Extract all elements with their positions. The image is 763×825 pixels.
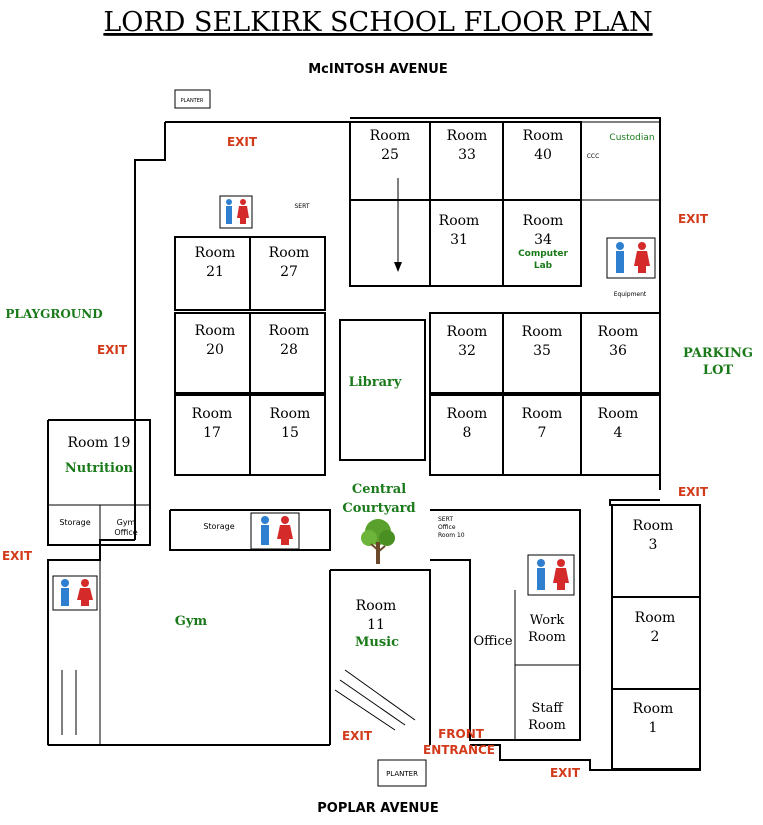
storage-center-label: Storage <box>203 522 234 531</box>
room-1-l1: Room <box>633 701 674 717</box>
work-room-l1: Work <box>530 613 565 628</box>
building-walls: PLANTER <box>47 89 701 787</box>
planter-label: PLANTER <box>386 770 418 778</box>
room-28-l1: Room <box>269 323 310 339</box>
room-31-l1: Room <box>439 213 480 229</box>
room-40-l1: Room <box>523 128 564 144</box>
equipment-label: Equipment <box>614 291 647 298</box>
room-8-l2: 8 <box>463 425 472 441</box>
room-2-l1: Room <box>635 610 676 626</box>
room-8-l1: Room <box>447 406 488 422</box>
exits: EXIT EXIT EXIT EXIT EXIT EXIT EXIT FRONT… <box>2 135 709 780</box>
courtyard-label-1: Central <box>352 482 406 497</box>
room-34-l2: 34 <box>534 232 552 248</box>
room-36-l1: Room <box>598 324 639 340</box>
small-labels: Storage Gym Office Storage CCC SERT SERT… <box>59 153 647 778</box>
ccc-label: CCC <box>587 153 600 160</box>
sert-label: SERT <box>295 203 310 210</box>
restroom-icon <box>250 512 300 550</box>
room-35-l1: Room <box>522 324 563 340</box>
room-15-l1: Room <box>270 406 311 422</box>
gym-office-l1: Gym <box>117 518 136 527</box>
room-35-l2: 35 <box>533 343 551 359</box>
room-36-l2: 36 <box>609 343 627 359</box>
room-21-l1: Room <box>195 245 236 261</box>
music-label: Music <box>355 635 399 650</box>
nutrition-label: Nutrition <box>65 461 134 476</box>
tree-icon <box>361 519 395 564</box>
front-entrance-l1: FRONT <box>438 727 485 741</box>
room-1-l2: 1 <box>649 720 658 736</box>
room-15-l2: 15 <box>281 425 299 441</box>
room-4-l1: Room <box>598 406 639 422</box>
room-25-l1: Room <box>370 128 411 144</box>
room-32-l1: Room <box>447 324 488 340</box>
room-7-l1: Room <box>522 406 563 422</box>
computer-lab-label-1: Computer <box>518 249 568 259</box>
courtyard-label-2: Courtyard <box>342 501 415 516</box>
office-label: Office <box>473 634 512 649</box>
gym-office-l2: Office <box>114 528 137 537</box>
restroom-icon <box>52 575 98 611</box>
restrooms <box>52 195 656 611</box>
storage-left-label: Storage <box>59 518 90 527</box>
exit-southeast: EXIT <box>550 766 581 780</box>
room-28-l2: 28 <box>280 342 298 358</box>
room-34-l1: Room <box>523 213 564 229</box>
room-25-l2: 25 <box>381 147 399 163</box>
page-title: LORD SELKIRK SCHOOL FLOOR PLAN <box>103 7 652 38</box>
room-19-label: Room 19 <box>68 435 131 451</box>
area-labels: PLAYGROUND PARKING LOT Library Central C… <box>5 133 753 650</box>
street-south: POPLAR AVENUE <box>317 801 438 816</box>
restroom-icon <box>606 237 656 279</box>
sert-office-l3: Room 10 <box>438 532 465 539</box>
room-20-l1: Room <box>195 323 236 339</box>
restroom-icon <box>219 195 253 229</box>
room-32-l2: 32 <box>458 343 476 359</box>
svg-text:PLANTER: PLANTER <box>181 98 204 104</box>
room-11-l2: 11 <box>367 617 385 633</box>
staff-room-l2: Room <box>528 718 566 733</box>
exit-northeast: EXIT <box>678 212 709 226</box>
gym-label: Gym <box>175 614 208 629</box>
street-north: McINTOSH AVENUE <box>308 62 447 77</box>
front-entrance-l2: ENTRANCE <box>423 743 495 757</box>
work-room-l2: Room <box>528 630 566 645</box>
room-20-l2: 20 <box>206 342 224 358</box>
exit-east: EXIT <box>678 485 709 499</box>
room-33-l1: Room <box>447 128 488 144</box>
room-4-l2: 4 <box>614 425 623 441</box>
room-2-l2: 2 <box>651 629 660 645</box>
room-40-l2: 40 <box>534 147 552 163</box>
room-27-l2: 27 <box>280 264 298 280</box>
computer-lab-label-2: Lab <box>534 261 553 271</box>
room-11-l1: Room <box>356 598 397 614</box>
room-17-l1: Room <box>192 406 233 422</box>
room-3-l2: 3 <box>649 537 658 553</box>
parking-label-1: PARKING <box>683 346 753 361</box>
exit-north: EXIT <box>227 135 258 149</box>
sert-office-l2: Office <box>438 524 456 531</box>
exit-southwest: EXIT <box>2 549 33 563</box>
library-label: Library <box>349 375 402 390</box>
room-3-l1: Room <box>633 518 674 534</box>
custodian-label: Custodian <box>609 133 654 143</box>
room-7-l2: 7 <box>538 425 547 441</box>
playground-label: PLAYGROUND <box>5 307 102 321</box>
room-17-l2: 17 <box>203 425 221 441</box>
restroom-icon <box>527 554 575 596</box>
exit-west: EXIT <box>97 343 128 357</box>
room-labels: Room 25 Room 33 Room 40 Room 31 Room 34 … <box>68 128 676 736</box>
room-27-l1: Room <box>269 245 310 261</box>
room-33-l2: 33 <box>458 147 476 163</box>
room-21-l2: 21 <box>206 264 224 280</box>
room-31-l2: 31 <box>450 232 468 248</box>
parking-label-2: LOT <box>703 363 733 378</box>
staff-room-l1: Staff <box>531 701 564 716</box>
sert-office-l1: SERT <box>438 516 453 523</box>
exit-south: EXIT <box>342 729 373 743</box>
